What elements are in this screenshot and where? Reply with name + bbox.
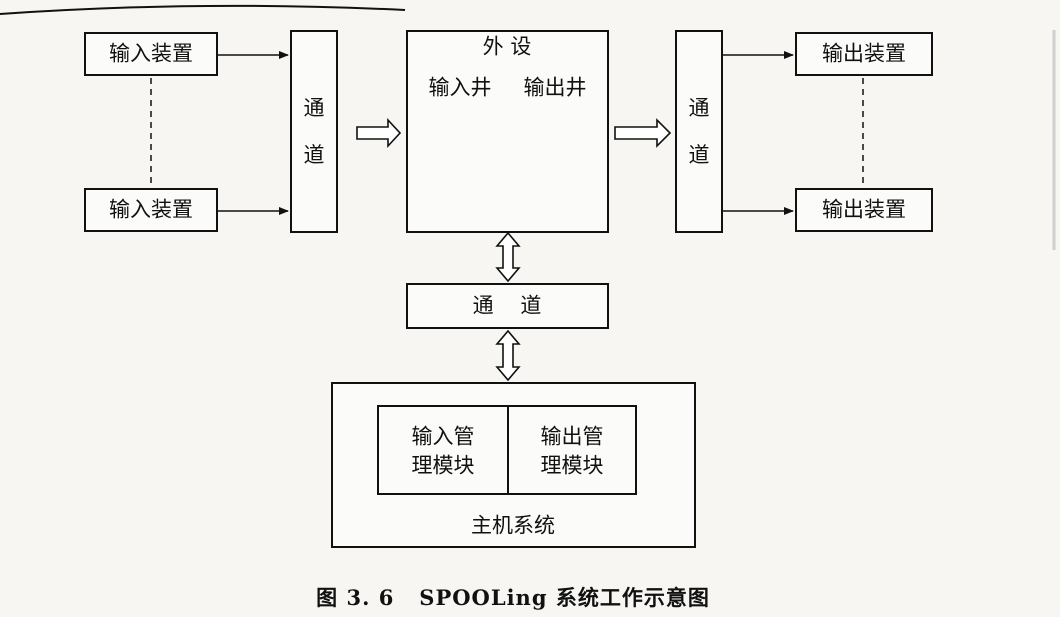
output-device-label-top: 输出装置 [822, 41, 906, 66]
output-module-box [507, 405, 637, 495]
input-device-box-top [84, 32, 218, 76]
hollow-double-arrow-channel-host [495, 329, 521, 382]
figure-number: 图 3. 6 [316, 585, 395, 610]
right-channel-box [675, 30, 723, 233]
left-channel-box [290, 30, 338, 233]
hollow-arrow-peripheral-to-channel [614, 118, 672, 148]
input-module-label-line1: 输入管 [411, 424, 475, 449]
figure-title: SPOOLing 系统工作示意图 [419, 585, 710, 610]
input-device-label-bottom: 输入装置 [109, 197, 193, 222]
middle-channel-box [406, 283, 609, 329]
input-well-label: 输入井 [428, 75, 492, 100]
page-edge-curve [0, 4, 406, 15]
hollow-double-arrow-peripheral-channel [495, 231, 521, 283]
output-device-label-bottom: 输出装置 [822, 197, 906, 222]
middle-channel-label: 通 道 [472, 293, 542, 318]
hollow-arrow-channel-to-peripheral [356, 117, 402, 149]
channel-char: 道 [303, 143, 325, 167]
output-device-box-top [795, 32, 933, 76]
right-channel-label: 通道 [688, 98, 710, 166]
output-module-label-line2: 理模块 [540, 453, 604, 478]
input-device-box-bottom [84, 188, 218, 232]
left-channel-label: 通道 [303, 98, 325, 166]
input-module-box [377, 405, 509, 495]
channel-char: 通 [688, 96, 710, 120]
input-device-label-top: 输入装置 [109, 41, 193, 66]
input-module-label-line2: 理模块 [411, 453, 475, 478]
host-system-title: 主机系统 [471, 513, 555, 538]
peripheral-title: 外 设 [482, 34, 532, 59]
channel-char: 通 [303, 96, 325, 120]
output-well-label: 输出井 [523, 75, 587, 100]
output-module-label-line1: 输出管 [540, 424, 604, 449]
output-device-box-bottom [795, 188, 933, 232]
peripheral-box [406, 30, 609, 233]
figure-caption: 图 3. 6 SPOOLing 系统工作示意图 [316, 582, 710, 612]
channel-char: 道 [688, 143, 710, 167]
